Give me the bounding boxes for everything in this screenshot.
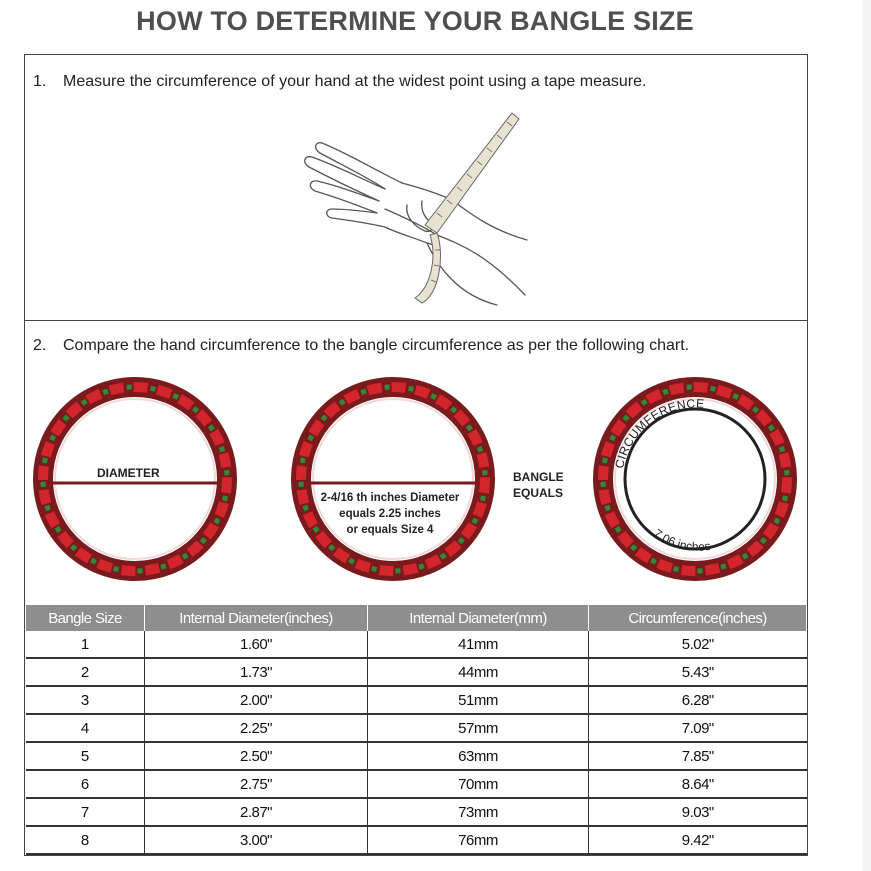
cell-diameter-inches: 2.25" [144,714,368,743]
page-title: HOW TO DETERMINE YOUR BANGLE SIZE [136,6,694,36]
cell-size: 3 [25,686,145,715]
cell-diameter-inches: 1.73" [144,658,368,687]
table-row: 8 3.00" 76mm 9.42" [25,826,807,855]
cell-circumference: 5.02" [588,631,807,659]
cell-diameter-mm: 57mm [367,714,589,743]
header-internal-diameter-mm: Internal Diameter(mm) [367,605,589,631]
hand-measure-illustration [304,112,528,306]
table-row: 4 2.25" 57mm 7.09" [25,714,807,743]
cell-circumference: 9.42" [588,826,807,855]
cell-diameter-mm: 51mm [367,686,589,715]
cell-diameter-inches: 3.00" [144,826,368,855]
bangle-equals-note: BANGLE EQUALS [513,469,583,501]
cell-size: 7 [25,798,145,827]
cell-diameter-mm: 44mm [367,658,589,687]
cell-size: 2 [25,658,145,687]
bangle-circumference-diagram: CIRCUMFERENCE 7.06 inches [593,377,797,581]
cell-diameter-inches: 2.87" [144,798,368,827]
equals-note-line-1: BANGLE [513,470,564,484]
cell-size: 8 [25,826,145,855]
step-1-text: Measure the circumference of your hand a… [63,73,647,90]
cell-diameter-inches: 2.00" [144,686,368,715]
size4-note-line-1: 2-4/16 th inches Diameter [320,492,460,504]
bangle-size-table: Bangle Size Internal Diameter(inches) In… [25,605,807,855]
step-1-number: 1. [33,73,47,90]
header-bangle-size: Bangle Size [25,605,145,631]
bangle-size4-diagram [291,377,495,581]
cell-size: 6 [25,770,145,799]
cell-circumference: 7.09" [588,714,807,743]
cell-diameter-mm: 41mm [367,631,589,659]
table-row: 2 1.73" 44mm 5.43" [25,658,807,687]
table-header-row: Bangle Size Internal Diameter(inches) In… [25,605,807,631]
table-row: 3 2.00" 51mm 6.28" [25,686,807,715]
step-2-text: Compare the hand circumference to the ba… [63,337,690,354]
cell-diameter-mm: 70mm [367,770,589,799]
scrollbar-track [863,0,871,871]
section-divider [25,320,807,321]
cell-size: 1 [25,631,145,659]
cell-circumference: 5.43" [588,658,807,687]
header-internal-diameter-inches: Internal Diameter(inches) [144,605,368,631]
cell-diameter-inches: 1.60" [144,631,368,659]
step-2: 2. Compare the hand circumference to the … [33,337,689,355]
cell-diameter-inches: 2.75" [144,770,368,799]
size4-note-line-2: equals 2.25 inches [339,508,441,520]
cell-circumference: 6.28" [588,686,807,715]
cell-diameter-mm: 73mm [367,798,589,827]
cell-size: 4 [25,714,145,743]
cell-circumference: 9.03" [588,798,807,827]
size4-note: 2-4/16 th inches Diameter equals 2.25 in… [310,490,470,538]
table-row: 5 2.50" 63mm 7.85" [25,742,807,771]
cell-circumference: 8.64" [588,770,807,799]
header-circumference-inches: Circumference(inches) [588,605,807,631]
cell-diameter-mm: 76mm [367,826,589,855]
table-row: 7 2.87" 73mm 9.03" [25,798,807,827]
bangle-diameter-diagram [33,377,237,581]
cell-diameter-mm: 63mm [367,742,589,771]
size-guide-frame: 1. Measure the circumference of your hand… [24,54,808,856]
size4-note-line-3: or equals Size 4 [346,524,434,536]
equals-note-line-2: EQUALS [513,486,564,500]
step-1: 1. Measure the circumference of your hand… [33,73,646,91]
table-row: 1 1.60" 41mm 5.02" [25,631,807,659]
diameter-label: DIAMETER [97,466,160,480]
step-2-number: 2. [33,337,47,354]
table-row: 6 2.75" 70mm 8.64" [25,770,807,799]
cell-diameter-inches: 2.50" [144,742,368,771]
cell-circumference: 7.85" [588,742,807,771]
cell-size: 5 [25,742,145,771]
